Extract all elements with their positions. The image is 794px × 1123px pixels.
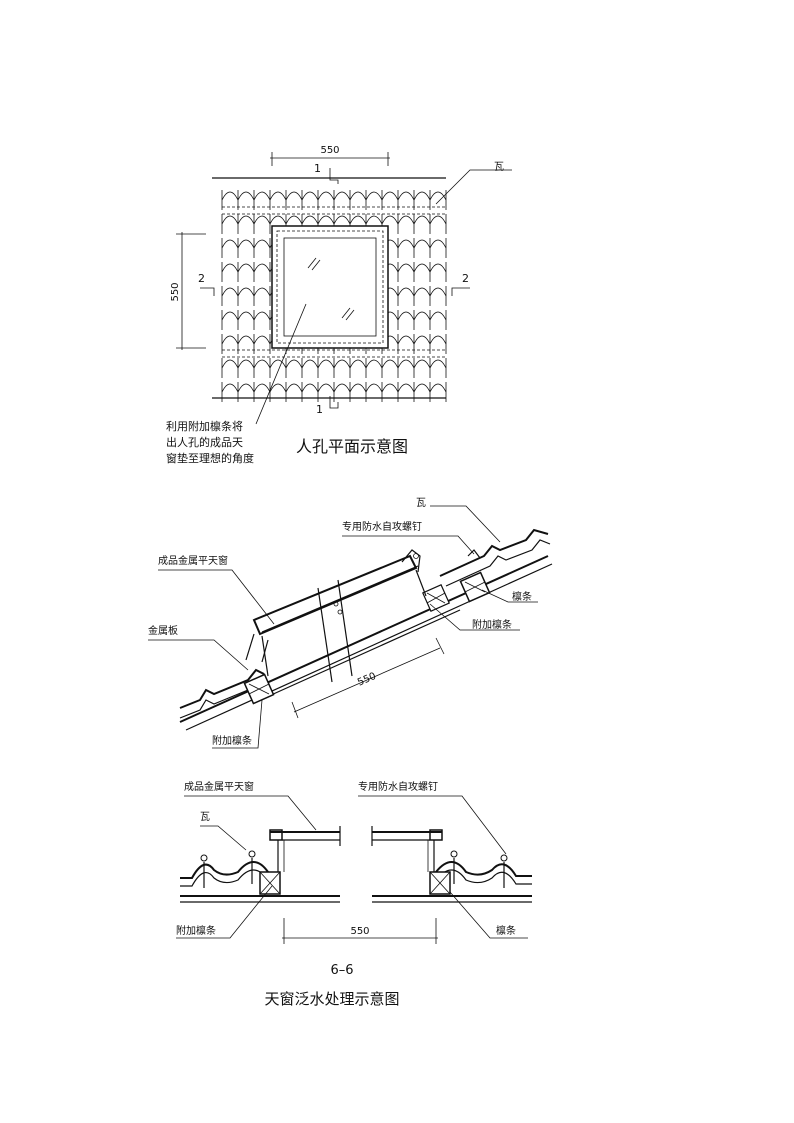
slope-label-tile: 瓦 xyxy=(416,498,426,509)
s66-label-purlin: 檩条 xyxy=(496,924,516,937)
s66-label-tile: 瓦 xyxy=(200,812,210,823)
plan-dim-top-text: 550 xyxy=(320,145,339,156)
plan-label-tile: 瓦 xyxy=(494,162,504,173)
tile-course xyxy=(221,191,447,201)
slope-dim-text: 550 xyxy=(356,671,378,689)
plan-dimension-left: 550 xyxy=(170,232,206,350)
tile-course xyxy=(221,215,447,225)
plan-note-line-3: 窗垫至理想的角度 xyxy=(166,451,254,465)
section-66-dimension: 550 xyxy=(282,918,438,944)
plan-section-marks: 1 1 2 2 xyxy=(198,162,470,416)
slope-skylight xyxy=(245,549,427,677)
plan-skylight xyxy=(271,225,389,349)
section-66-dim-text: 550 xyxy=(350,926,369,937)
section-mark-right: 2 xyxy=(462,272,469,285)
section-mark-bottom: 1 xyxy=(316,403,323,416)
plan-view: 550 550 1 1 2 2 xyxy=(166,145,512,465)
tile-course xyxy=(221,359,447,369)
slope-section: 550 瓦 专用防水自攻螺钉 成品金属平天窗 檩条 金属板 附加檩条 附加檩条 xyxy=(148,498,553,749)
slope-label-extra-purlin-right: 附加檩条 xyxy=(472,618,512,631)
plan-title: 人孔平面示意图 xyxy=(296,437,408,456)
section-mark-left: 2 xyxy=(198,272,205,285)
plan-note: 利用附加檩条将 出人孔的成品天 窗垫至理想的角度 xyxy=(166,419,254,465)
section-66-right xyxy=(371,826,532,903)
s66-label-screw: 专用防水自攻螺钉 xyxy=(358,780,438,793)
slope-dimension: 550 xyxy=(291,637,445,719)
section-66-number: 6–6 xyxy=(330,963,353,978)
plan-note-line-2: 出人孔的成品天 xyxy=(166,435,243,449)
plan-dimension-top: 550 xyxy=(270,145,390,166)
slope-purlin-right xyxy=(459,571,491,603)
slope-break-lines xyxy=(317,579,353,683)
slope-label-purlin: 檩条 xyxy=(512,590,532,603)
slope-label-metal-plate: 金属板 xyxy=(148,624,178,637)
plan-note-line-1: 利用附加檩条将 xyxy=(166,419,243,433)
slope-label-screw: 专用防水自攻螺钉 xyxy=(342,520,422,533)
s66-label-skylight: 成品金属平天窗 xyxy=(184,780,254,793)
section-66-left xyxy=(180,826,341,903)
plan-dim-left-text: 550 xyxy=(170,282,181,301)
slope-purlin-upper xyxy=(422,584,450,612)
slope-label-skylight: 成品金属平天窗 xyxy=(158,554,228,567)
tile-course xyxy=(221,383,447,393)
slope-purlin-left xyxy=(243,673,275,705)
slope-label-extra-purlin-bottom: 附加檩条 xyxy=(212,734,252,747)
s66-label-extra-purlin: 附加檩条 xyxy=(176,924,216,937)
section-mark-top: 1 xyxy=(314,162,321,175)
section-66-title: 天窗泛水处理示意图 xyxy=(264,990,399,1008)
section-6-6: 550 成品金属平天窗 专用防水自攻螺钉 瓦 附加檩条 檩条 6–6 天窗泛水处… xyxy=(176,780,532,1008)
